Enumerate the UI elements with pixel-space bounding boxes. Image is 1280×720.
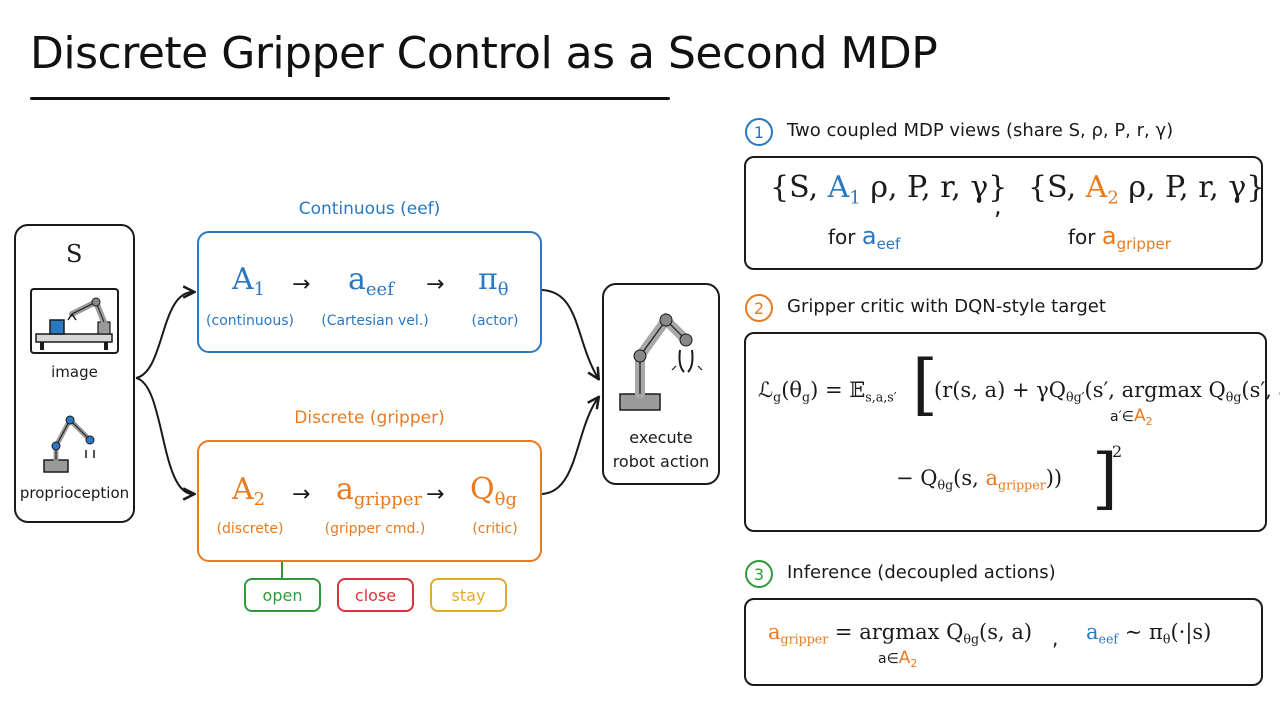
- execute-line-1: execute: [629, 428, 693, 447]
- step-3-number: 3: [745, 560, 773, 588]
- mdp-views-separator: ,: [994, 192, 1002, 220]
- execute-box: [602, 283, 720, 485]
- state-box: [14, 224, 135, 523]
- step-1-title: Two coupled MDP views (share S, ρ, P, r,…: [787, 120, 1174, 141]
- step-3-title: Inference (decoupled actions): [787, 562, 1056, 583]
- mdp-view-continuous-for: for aeef: [828, 222, 901, 253]
- arrow-continuous-to-execute: [541, 289, 598, 378]
- discrete-heading: Discrete (gripper): [294, 408, 445, 428]
- continuous-action-note: (Cartesian vel.): [321, 313, 429, 329]
- discrete-action-space-note: (discrete): [216, 521, 284, 537]
- discrete-critic: Qθg: [470, 472, 517, 510]
- loss-panel: [744, 332, 1267, 532]
- loss-argmax-subscript: a′∈A2: [1110, 406, 1153, 428]
- discrete-arrow-2: →: [426, 482, 445, 507]
- gripper-option-open: open: [244, 578, 321, 612]
- discrete-branch-box: [197, 440, 542, 562]
- discrete-action-note: (gripper cmd.): [324, 521, 426, 537]
- image-caption: image: [51, 363, 98, 381]
- arrow-discrete-to-execute: [541, 398, 598, 495]
- continuous-arrow-2: →: [426, 272, 445, 297]
- discrete-action-space: A2: [232, 472, 266, 510]
- step-2-number: 2: [745, 294, 773, 322]
- robot-arm-joints-icon: [43, 415, 95, 473]
- inference-gripper: agripper = argmax Qθg(s, a): [768, 620, 1033, 647]
- loss-term-1: (r(s, a) + γQθg′(s′, argmax Qθg(s′, a′)): [934, 378, 1280, 405]
- continuous-policy: πθ: [478, 262, 509, 300]
- continuous-policy-note: (actor): [471, 313, 519, 329]
- robot-gripper-icon: [619, 312, 703, 411]
- discrete-arrow-1: →: [292, 482, 311, 507]
- gripper-option-stay: stay: [430, 578, 507, 612]
- continuous-action-space-note: (continuous): [206, 313, 294, 329]
- gripper-option-close: close: [337, 578, 414, 612]
- inference-panel: [744, 598, 1263, 686]
- title-underline: [30, 97, 670, 100]
- proprioception-caption: proprioception: [19, 484, 130, 502]
- loss-close-bracket: ]: [1092, 440, 1118, 517]
- step-2-title: Gripper critic with DQN-style target: [787, 296, 1106, 317]
- robot-arm-with-cube-icon: [35, 297, 113, 350]
- discrete-action: agripper: [336, 472, 423, 510]
- loss-term-2: − Qθg(s, agripper)): [896, 466, 1063, 493]
- inference-argmax-subscript: a∈A2: [878, 648, 918, 670]
- mdp-view-continuous: {S, A1 ρ, P, r, γ}: [770, 170, 1008, 209]
- step-1-number: 1: [745, 118, 773, 146]
- continuous-arrow-1: →: [292, 272, 311, 297]
- loss-open-bracket: [: [912, 346, 938, 423]
- continuous-heading: Continuous (eef): [298, 199, 441, 219]
- discrete-critic-note: (critic): [472, 521, 518, 537]
- inference-eef: aeef ∼ πθ(·|s): [1086, 620, 1212, 647]
- continuous-branch-box: [197, 231, 542, 353]
- mdp-view-discrete: {S, A2 ρ, P, r, γ}: [1028, 170, 1266, 209]
- image-thumbnail: [30, 288, 119, 354]
- continuous-action-space: A1: [232, 262, 266, 300]
- loss-lhs: ℒg(θg) = 𝔼s,a,s′: [758, 378, 897, 405]
- inference-separator: ,: [1052, 626, 1059, 650]
- continuous-action: aeef: [348, 262, 394, 300]
- mdp-view-discrete-for: for agripper: [1068, 222, 1171, 253]
- loss-square: 2: [1112, 442, 1123, 461]
- state-label: S: [66, 240, 83, 268]
- arrow-state-to-continuous: [135, 292, 193, 379]
- mdp-views-panel: [744, 156, 1263, 270]
- page-title: Discrete Gripper Control as a Second MDP: [30, 28, 938, 79]
- execute-line-2: robot action: [612, 452, 710, 471]
- arrow-state-to-discrete: [135, 377, 193, 494]
